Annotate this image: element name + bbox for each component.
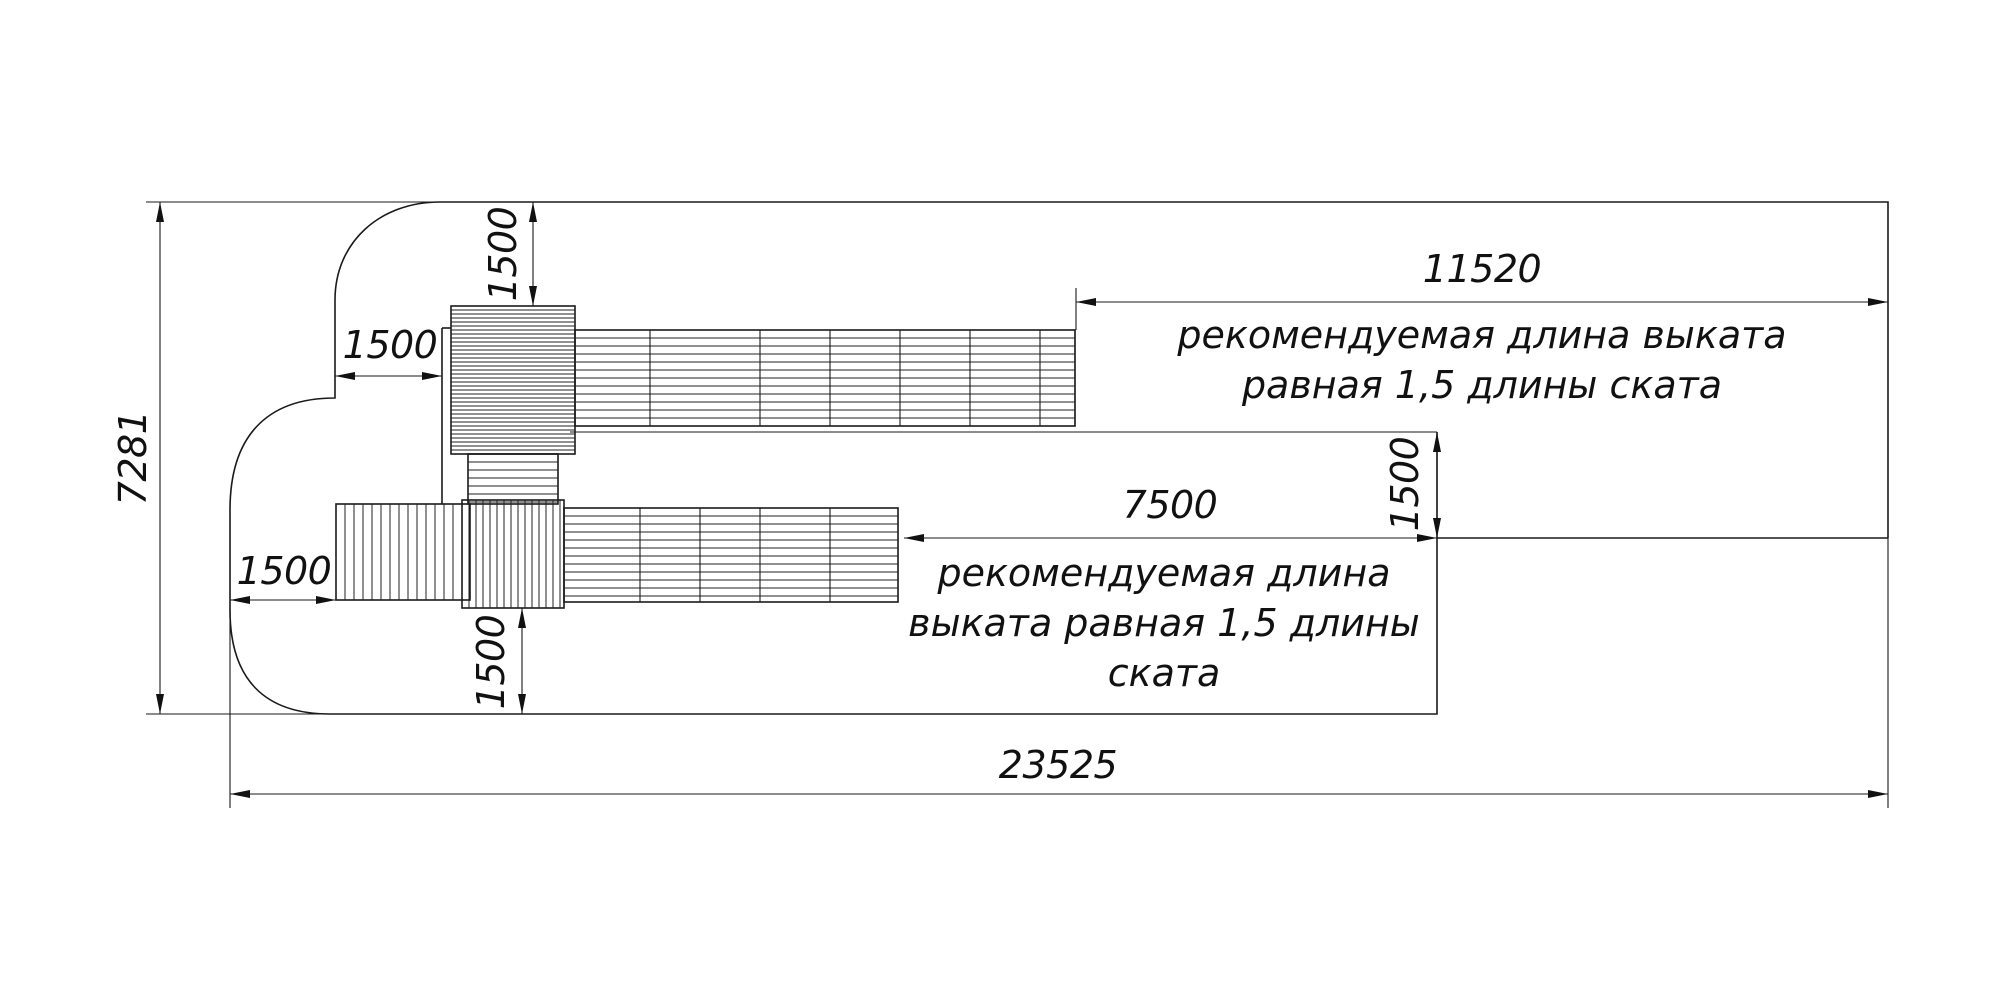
dim-label-1500-top: 1500 — [481, 207, 525, 302]
upper-slide — [574, 329, 1076, 427]
upper-tower — [441, 305, 576, 504]
dimension-clear-top: 1500 — [481, 202, 537, 306]
dim-label-7281: 7281 — [111, 411, 155, 506]
dim-label-1500-bottom: 1500 — [469, 615, 513, 710]
dim-label-7500: 7500 — [1123, 483, 1218, 527]
safety-zone-outline — [229, 201, 1889, 715]
lower-platform-center — [461, 499, 565, 609]
dim-label-23525: 23525 — [999, 743, 1117, 787]
dim-label-1500-left-upper: 1500 — [343, 323, 438, 367]
connecting-steps — [467, 453, 559, 505]
dimension-clear-bottom: 1500 — [469, 608, 526, 714]
dim-label-11520: 11520 — [1423, 247, 1541, 291]
dimension-clear-right-lower: 1500 — [1383, 432, 1441, 538]
note-upper-line-1: рекомендуемая длина выката — [1176, 313, 1786, 357]
dimension-lower-runout: 7500 — [904, 483, 1437, 542]
note-lower-runout: рекомендуемая длина выката равная 1,5 дл… — [908, 551, 1420, 695]
dimension-clear-left-lower: 1500 — [230, 549, 336, 604]
dim-label-1500-right-lower: 1500 — [1383, 437, 1427, 532]
note-lower-line-1: рекомендуемая длина — [936, 551, 1390, 595]
note-upper-line-2: равная 1,5 длины ската — [1241, 363, 1722, 407]
note-upper-runout: рекомендуемая длина выката равная 1,5 дл… — [1176, 313, 1786, 407]
lower-slide — [563, 507, 899, 603]
dimension-upper-runout: 11520 — [1075, 247, 1888, 330]
dimension-overall-height: 7281 — [111, 201, 440, 715]
lower-platform-left — [335, 503, 471, 601]
note-lower-line-2: выката равная 1,5 длины — [908, 601, 1420, 645]
dimension-overall-length: 23525 — [229, 538, 1889, 808]
dimension-clear-left-upper: 1500 — [335, 323, 442, 380]
note-lower-line-3: ската — [1108, 651, 1221, 695]
dim-label-1500-left-lower: 1500 — [237, 549, 332, 593]
